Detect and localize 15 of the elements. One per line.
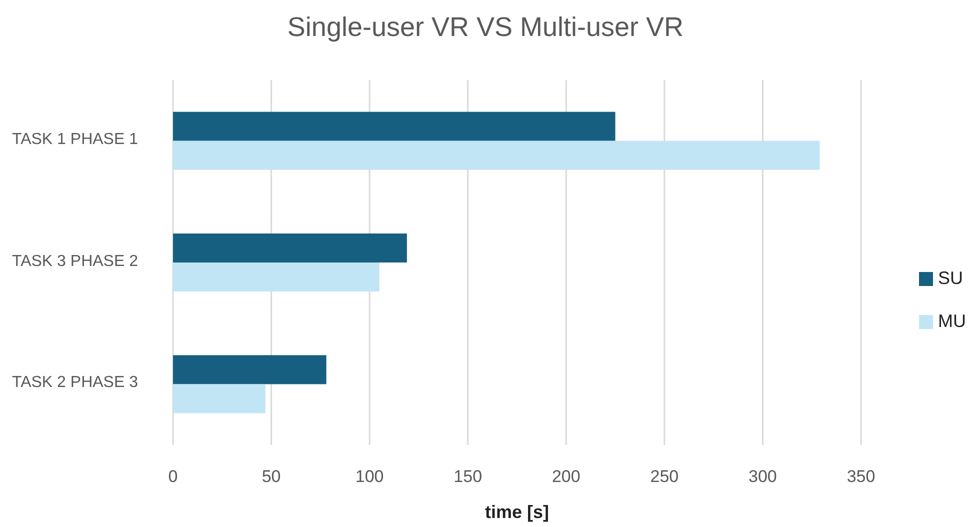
tick-label: 50: [260, 467, 282, 487]
category-label: TASK 3 PHASE 2: [12, 252, 138, 270]
legend-label: MU: [938, 311, 966, 332]
category-label: TASK 1 PHASE 1: [12, 130, 138, 149]
category-label: TASK 2 PHASE 3: [12, 374, 138, 392]
chart-title: Single-user VR VS Multi-user VR: [286, 12, 685, 43]
axis-title: time [s]: [484, 502, 550, 523]
tick-label: 300: [748, 467, 778, 487]
tick-label: 350: [846, 467, 876, 487]
tick-label: 150: [452, 467, 484, 487]
tick-label: 0: [167, 467, 179, 487]
tick-label: 100: [354, 467, 385, 487]
tick-label: 200: [550, 467, 582, 487]
tick-label: 250: [649, 467, 680, 487]
legend-label: SU: [938, 268, 964, 289]
